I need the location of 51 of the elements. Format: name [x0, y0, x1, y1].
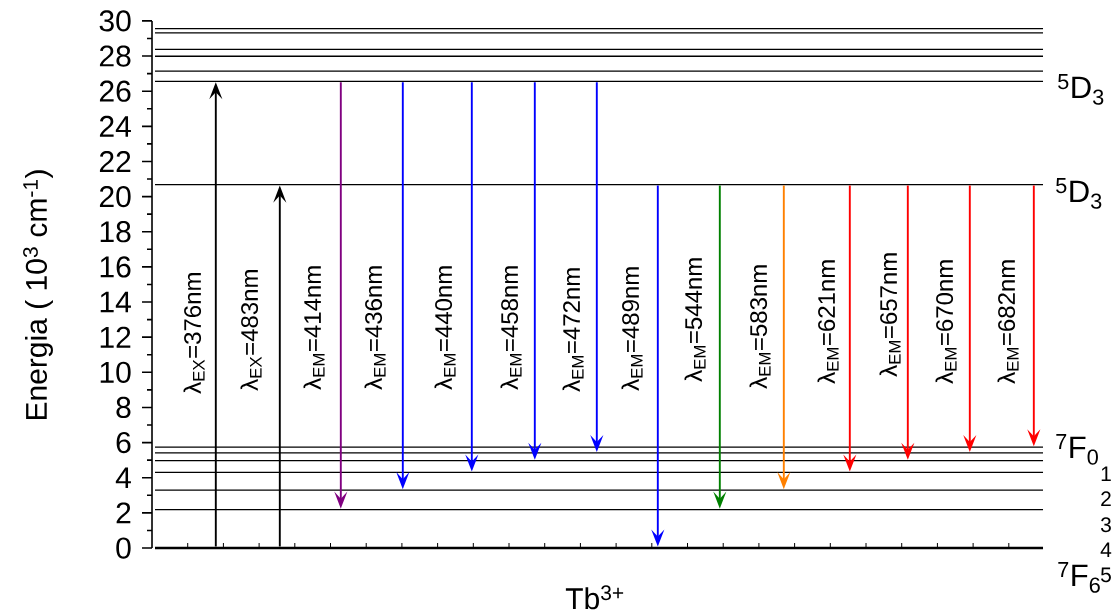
energy-level-line: [155, 48, 1043, 50]
energy-level-line: [155, 460, 1043, 462]
axis-title: Energia ( 10$^{3}$ cm$^{-1}$): [23, 170, 53, 420]
level-label: $^{7}$F$_{6}$: [1058, 562, 1100, 593]
axis-title: Tb$^{3+}$: [565, 585, 624, 610]
level-label: 1: [1101, 466, 1111, 481]
tick-label: 4: [115, 467, 131, 489]
edge-label: λ$_{EM}$=436nm: [363, 263, 387, 391]
energy-level-line: [155, 32, 1043, 34]
level-label: 4: [1100, 542, 1112, 557]
energy-level-line: [155, 489, 1043, 491]
energy-level-line: [155, 55, 1043, 57]
edge-label: λ$_{EM}$=544nm: [683, 255, 707, 383]
tick-label: 2: [116, 502, 131, 524]
edge-label: λ$_{EX}$=376nm: [182, 270, 206, 395]
tick-label: 14: [100, 291, 131, 313]
edge-label: λ$_{EM}$=657nm: [878, 250, 902, 378]
edge-label: λ$_{EM}$=621nm: [816, 257, 840, 385]
edge-label: λ$_{EM}$=440nm: [433, 263, 457, 391]
energy-level-line: [155, 508, 1043, 511]
edge-label: λ$_{EM}$=583nm: [748, 262, 772, 390]
tick-label: 26: [99, 80, 131, 102]
level-label: 5: [1101, 567, 1111, 583]
level-label: $^{7}$F$_{0}$: [1056, 434, 1098, 465]
tick-label: 24: [99, 115, 131, 137]
tick-label: 20: [99, 186, 131, 208]
level-label: $^{5}$D$_{3}$: [1058, 74, 1104, 105]
level-label: 3: [1100, 517, 1111, 533]
tick-label: 10: [100, 361, 131, 383]
tick-label: 6: [116, 431, 131, 454]
tick-label: 16: [100, 256, 131, 278]
tick-label: 12: [100, 326, 131, 348]
tick-label: 30: [99, 10, 131, 32]
edge-label: λ$_{EM}$=670nm: [934, 257, 958, 385]
edge-label: λ$_{EM}$=458nm: [499, 263, 523, 391]
edge-label: λ$_{EM}$=489nm: [620, 264, 644, 392]
level-label: 2: [1101, 491, 1111, 506]
level-label: $^{5}$D$_{3}$: [1056, 178, 1102, 209]
edge-label: λ$_{EM}$=414nm: [302, 263, 326, 391]
edge-label: λ$_{EX}$=483nm: [239, 267, 263, 392]
energy-level-line: [155, 70, 1043, 72]
energy-level-line: [155, 28, 1043, 30]
energy-level-line: [155, 471, 1043, 474]
energy-level-line: [155, 452, 1043, 454]
tick-label: 0: [116, 537, 131, 559]
tick-label: 28: [99, 45, 131, 67]
tick-label: 22: [99, 151, 131, 172]
tick-label: 8: [116, 396, 131, 419]
edge-label: λ$_{EM}$=472nm: [561, 265, 585, 393]
edge-label: λ$_{EM}$=682nm: [996, 257, 1020, 385]
tick-label: 18: [100, 221, 131, 243]
